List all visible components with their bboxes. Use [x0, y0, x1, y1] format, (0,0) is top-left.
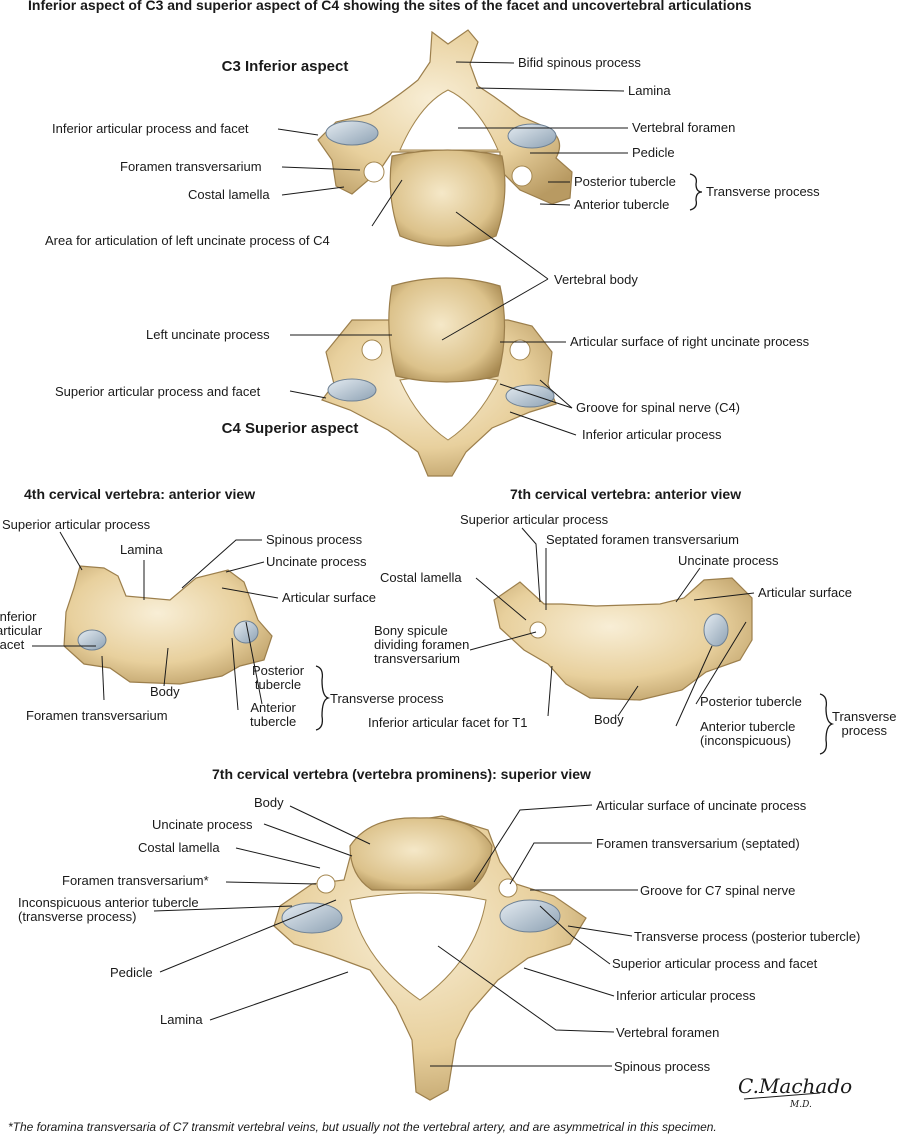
signature-flourish: [743, 1092, 821, 1100]
c7a-septated-foramen: [529, 621, 547, 639]
c7a-label-inferior-articular-facet-t1: Inferior articular facet for T1: [368, 715, 528, 730]
c3-vertebral-foramen-hole: [399, 89, 499, 151]
c7s-left-facet: [281, 902, 343, 934]
c4-anterior-drawing: [63, 565, 273, 685]
c7s-right-foramen: [498, 878, 518, 898]
c7s-label-foramen-transversarium: Foramen transversarium*: [62, 873, 209, 888]
c3-right-facet: [507, 123, 557, 149]
label-costal-lamella: Costal lamella: [188, 187, 270, 202]
c7a-label-superior-articular-process: Superior articular process: [460, 512, 609, 527]
c3-transverse-brace: [689, 173, 703, 211]
c4-vertebral-body: [388, 277, 506, 383]
c4a-label-lamina: Lamina: [120, 542, 163, 557]
c7a-label-bony-spicule: Bony spicule dividing foramen transversa…: [374, 623, 470, 666]
c7a-label-articular-surface: Articular surface: [758, 585, 852, 600]
c4-right-foramen-transversarium: [509, 339, 531, 361]
c7s-label-inconspicuous-anterior-tubercle: Inconspicuous anterior tubercle (transve…: [18, 895, 199, 924]
c3-left-foramen-transversarium: [363, 161, 385, 183]
c7-anterior-heading: 7th cervical vertebra: anterior view: [510, 486, 742, 502]
c3-right-foramen-transversarium: [511, 165, 533, 187]
label-pedicle: Pedicle: [632, 145, 675, 160]
c7s-left-foramen: [316, 874, 336, 894]
braces: [315, 173, 835, 755]
label-vertebral-foramen: Vertebral foramen: [632, 120, 736, 135]
c7s-label-vertebral-foramen: Vertebral foramen: [616, 1025, 720, 1040]
label-articular-surface-right-uncinate: Articular surface of right uncinate proc…: [570, 334, 810, 349]
c4a-bone: [63, 565, 273, 685]
c4a-label-uncinate-process: Uncinate process: [266, 554, 367, 569]
c4a-label-transverse-process: Transverse process: [330, 691, 444, 706]
c4a-label-anterior-tubercle: Anterior tubercle: [250, 700, 297, 729]
artist-signature: C.Machado: [738, 1074, 853, 1098]
c7a-label-septated-foramen: Septated foramen transversarium: [546, 532, 739, 547]
c4a-label-superior-articular-process: Superior articular process: [2, 517, 151, 532]
c4-vertebra-drawing: [321, 277, 557, 477]
c7-superior-heading: 7th cervical vertebra (vertebra prominen…: [212, 766, 591, 782]
c4-left-foramen-transversarium: [361, 339, 383, 361]
c7s-vertebral-body: [349, 817, 493, 891]
c4a-label-inferior-articular-facet: Inferior articular facet: [0, 609, 43, 652]
c4a-label-articular-surface: Articular surface: [282, 590, 376, 605]
c7s-label-body: Body: [254, 795, 284, 810]
label-superior-articular-process-facet: Superior articular process and facet: [55, 384, 261, 399]
c4a-label-body: Body: [150, 684, 180, 699]
label-vertebral-body: Vertebral body: [554, 272, 638, 287]
leader-lines: [32, 61, 755, 1067]
c7s-label-costal-lamella: Costal lamella: [138, 840, 220, 855]
c7s-label-groove-c7: Groove for C7 spinal nerve: [640, 883, 796, 898]
artist-signature-suffix: M.D.: [790, 1100, 812, 1110]
c3-vertebral-body: [389, 149, 506, 247]
c7s-label-inferior-articular-process: Inferior articular process: [616, 988, 756, 1003]
c4a-label-spinous-process: Spinous process: [266, 532, 363, 547]
c4a-label-posterior-tubercle: Posterior tubercle: [252, 663, 305, 692]
main-title: Inferior aspect of C3 and superior aspec…: [28, 0, 752, 13]
c4a-left-facet: [77, 629, 107, 651]
c7s-label-uncinate-process: Uncinate process: [152, 817, 253, 832]
label-posterior-tubercle: Posterior tubercle: [574, 174, 676, 189]
c7a-bone: [493, 577, 753, 701]
c4a-transverse-brace: [315, 665, 331, 731]
c7a-label-uncinate-process: Uncinate process: [678, 553, 779, 568]
c7a-label-body: Body: [594, 712, 624, 727]
c3-left-facet: [325, 120, 379, 146]
c7-superior-drawing: [273, 815, 587, 1101]
label-left-uncinate-process: Left uncinate process: [146, 327, 270, 342]
c7s-label-lamina: Lamina: [160, 1012, 203, 1027]
c7-anterior-drawing: [493, 577, 753, 701]
c7s-label-transverse-posterior-tubercle: Transverse process (posterior tubercle): [634, 929, 861, 944]
c7s-label-pedicle: Pedicle: [110, 965, 153, 980]
c7a-right-facet: [703, 613, 729, 647]
c4-anterior-heading: 4th cervical vertebra: anterior view: [24, 486, 256, 502]
c7a-label-transverse-process: Transverse process: [832, 709, 897, 738]
c7s-label-foramen-septated: Foramen transversarium (septated): [596, 836, 800, 851]
c4-left-facet: [327, 378, 377, 402]
label-groove-spinal-nerve: Groove for spinal nerve (C4): [576, 400, 741, 415]
label-area-for-articulation: Area for articulation of left uncinate p…: [45, 233, 330, 248]
label-inferior-articular-process-facet: Inferior articular process and facet: [52, 121, 249, 136]
label-foramen-transversarium: Foramen transversarium: [120, 159, 262, 174]
c7a-label-posterior-tubercle: Posterior tubercle: [700, 694, 802, 709]
label-inferior-articular-process: Inferior articular process: [582, 427, 722, 442]
c7a-transverse-brace: [819, 693, 835, 755]
c7a-label-anterior-tubercle: Anterior tubercle (inconspicuous): [700, 719, 796, 748]
label-bifid-spinous-process: Bifid spinous process: [518, 55, 641, 70]
c7a-label-costal-lamella: Costal lamella: [380, 570, 462, 585]
footnote: *The foramina transversaria of C7 transm…: [8, 1120, 717, 1134]
c4-heading: C4 Superior aspect: [221, 420, 359, 437]
label-anterior-tubercle: Anterior tubercle: [574, 197, 670, 212]
label-transverse-process: Transverse process: [706, 184, 820, 199]
c4a-right-facet: [233, 620, 259, 644]
c7s-label-superior-articular-process-facet: Superior articular process and facet: [612, 956, 818, 971]
c3-heading: C3 Inferior aspect: [221, 58, 349, 75]
c7s-right-facet: [499, 899, 561, 933]
c7s-vertebral-foramen-hole: [349, 892, 487, 1001]
c4a-label-foramen-transversarium: Foramen transversarium: [26, 708, 168, 723]
c7s-label-articular-surface-uncinate: Articular surface of uncinate process: [596, 798, 807, 813]
label-lamina: Lamina: [628, 83, 671, 98]
c3-vertebra-drawing: [317, 29, 573, 247]
c7s-label-spinous-process: Spinous process: [614, 1059, 711, 1074]
